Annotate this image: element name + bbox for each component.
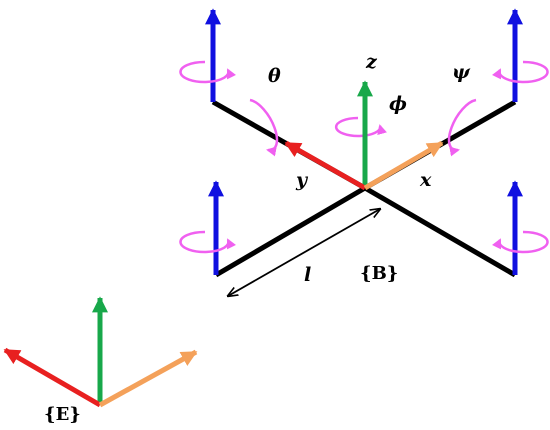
- roll-rotation-arrow: [447, 98, 477, 157]
- x-axis-label: x: [419, 169, 432, 191]
- yaw-rotation-arrow: [334, 116, 387, 138]
- arm-length-dimension: [228, 209, 380, 296]
- arm-front-right: [363, 185, 517, 278]
- arm-front-left: [214, 185, 367, 278]
- spin-arrow-front-left: [179, 230, 236, 254]
- spin-arrow-front-right: [492, 230, 549, 254]
- earth-frame-label: {E}: [44, 404, 81, 425]
- body-frame-label: {B}: [360, 263, 398, 284]
- psi-label: ψ: [452, 61, 471, 83]
- arm-length-arrow: [228, 209, 380, 296]
- body-y-axis: [284, 140, 367, 191]
- diagram-labels: θ ψ ϕ z y x l {B} {E}: [44, 51, 471, 425]
- rotor-axes: [204, 8, 524, 275]
- spin-arrow-back-left: [179, 60, 236, 84]
- body-frame-axes: [284, 80, 444, 191]
- arm-length-label: l: [304, 264, 311, 286]
- earth-x-axis: [98, 349, 198, 408]
- earth-y-axis: [3, 347, 102, 408]
- attitude-rotation-arrows: [249, 98, 477, 157]
- y-axis-label: y: [295, 169, 309, 191]
- spin-arrow-back-right: [492, 60, 549, 84]
- body-x-axis: [363, 140, 444, 191]
- phi-label: ϕ: [389, 93, 407, 115]
- z-axis-label: z: [365, 51, 378, 73]
- pitch-rotation-arrow: [249, 98, 279, 157]
- theta-label: θ: [268, 65, 281, 87]
- earth-frame-axes: [3, 296, 198, 408]
